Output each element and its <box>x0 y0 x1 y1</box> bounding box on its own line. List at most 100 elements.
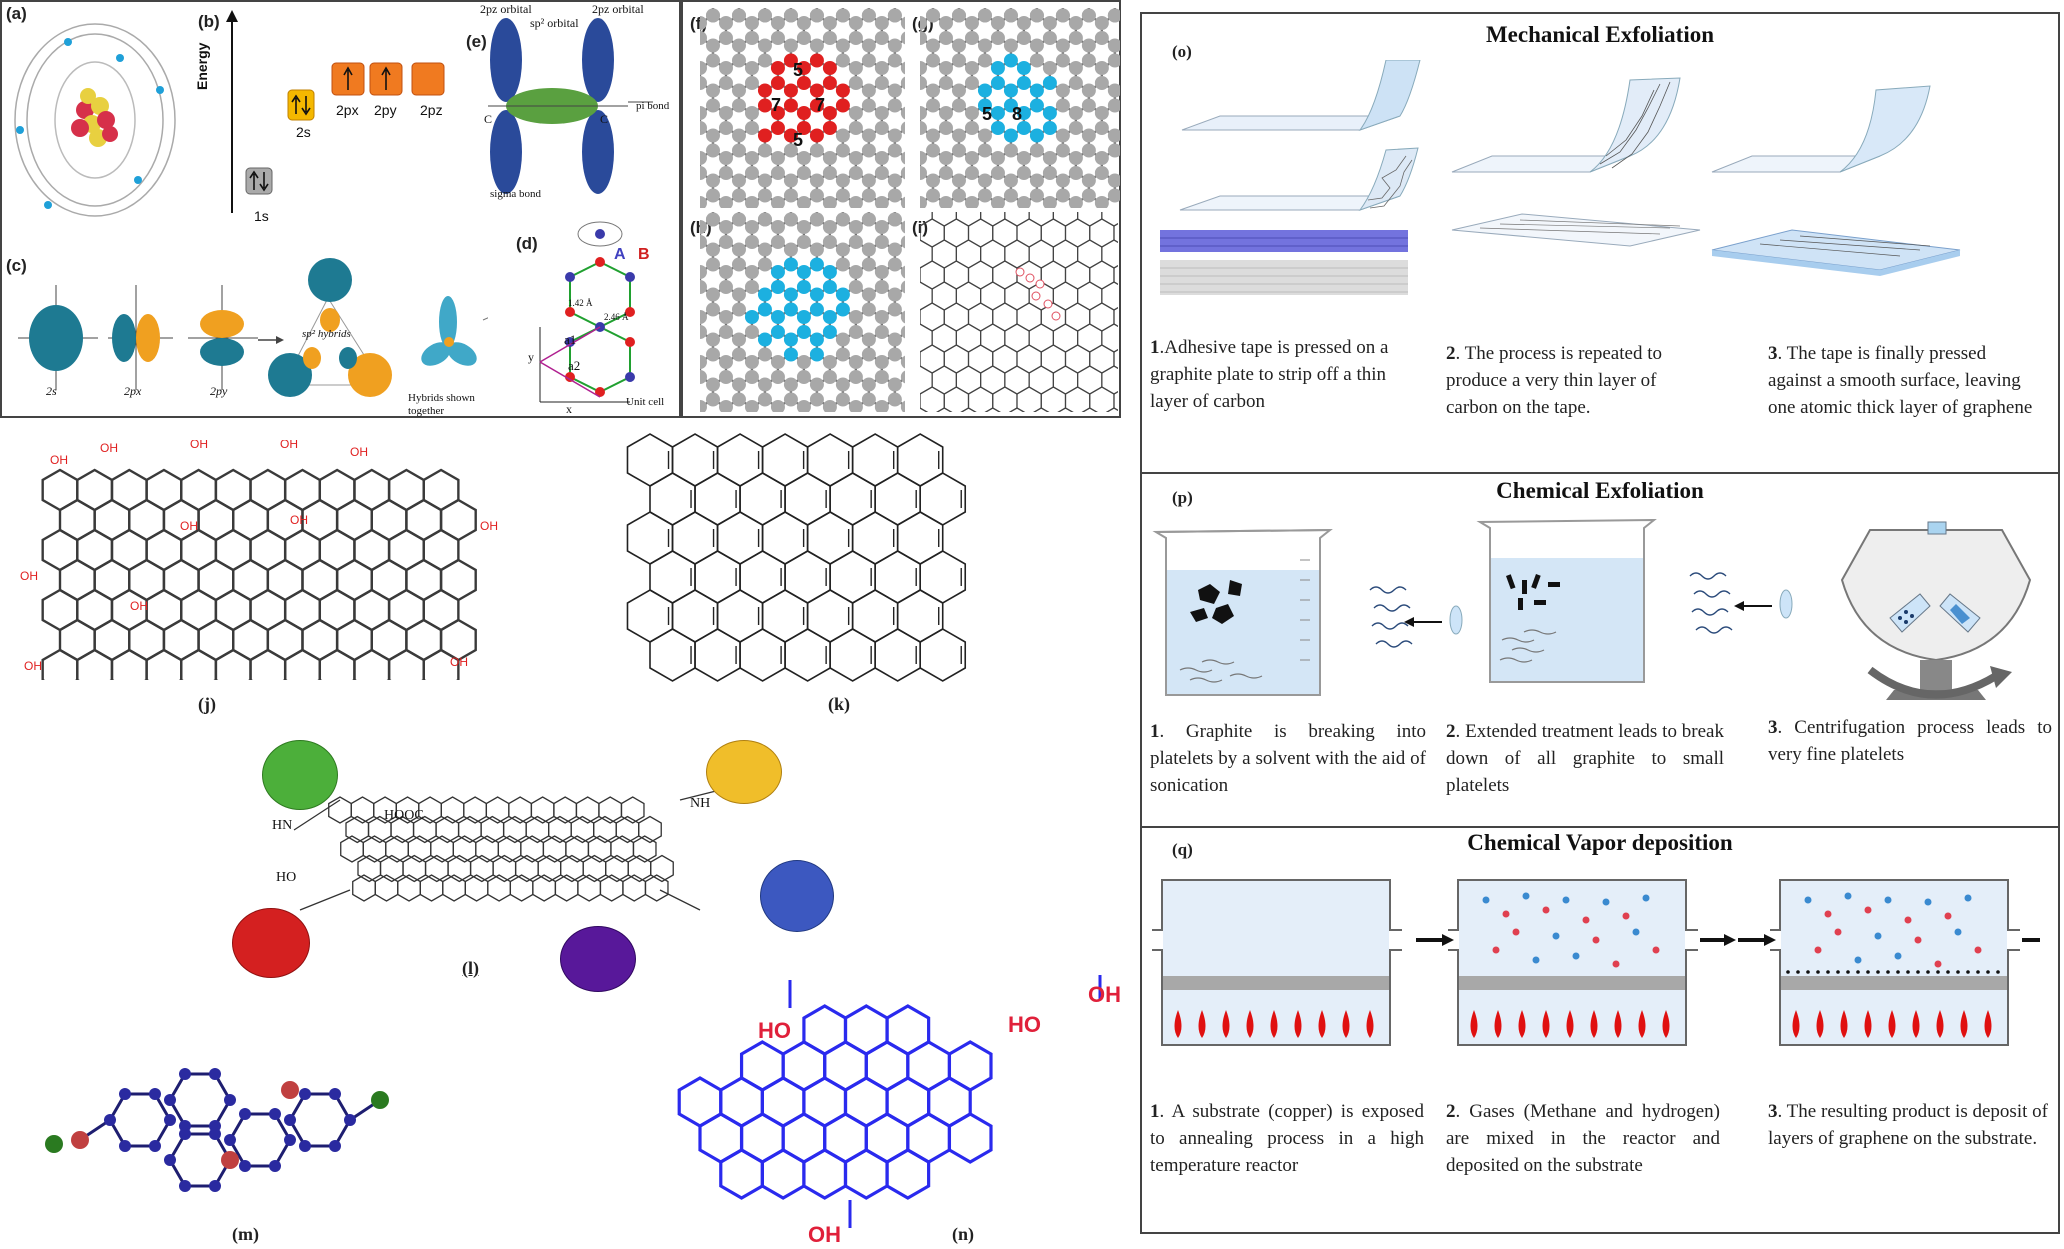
graphene-deposit <box>1826 970 1830 974</box>
lattice-atom <box>874 325 889 339</box>
c-label-2px: 2px <box>124 384 142 398</box>
lattice-atom <box>1068 151 1083 165</box>
lattice-atom <box>809 8 824 23</box>
lattice-atom <box>770 121 785 135</box>
gas-molecule <box>1482 896 1490 904</box>
gas-molecule <box>1602 898 1610 906</box>
lattice-atom <box>718 325 733 339</box>
lattice-atom <box>700 355 707 369</box>
lattice-atom <box>718 61 733 75</box>
lattice-atom <box>1016 16 1031 30</box>
lattice-atom <box>861 287 876 302</box>
c-label-2py: 2py <box>210 384 228 398</box>
ring-label-7-right: 7 <box>815 95 826 115</box>
lattice-atom <box>920 61 927 75</box>
lattice-atom <box>700 265 707 279</box>
level-1s: 1s <box>254 208 269 224</box>
group-label-oh-top: OH <box>1088 982 1121 1007</box>
heat-flame <box>1174 1010 1182 1038</box>
lattice-atom <box>1094 166 1109 180</box>
lattice-atom <box>1003 8 1018 23</box>
lattice-atom <box>796 370 811 384</box>
lattice-atom <box>770 61 785 75</box>
lattice-atom <box>1068 121 1083 135</box>
lattice-atom <box>925 128 940 143</box>
level-2s: 2s <box>296 124 311 140</box>
lattice-atom <box>874 121 889 135</box>
synthesis-methods-frame <box>1140 12 2060 1234</box>
lattice-atom <box>718 196 733 208</box>
carbon-atom <box>284 1114 296 1126</box>
lattice-atom <box>977 53 992 68</box>
heat-flame <box>1816 1010 1824 1038</box>
lattice-atom <box>731 302 746 317</box>
graphene-bond-lattice <box>626 433 967 682</box>
carbon-atom <box>164 1114 176 1126</box>
lattice-atom <box>700 166 707 180</box>
lattice-atom <box>1029 143 1044 158</box>
lattice-atom <box>990 196 1005 208</box>
lattice-atom <box>887 128 902 143</box>
heat-flame <box>1342 1010 1350 1038</box>
lattice-atom <box>848 166 863 180</box>
d-axis-y: y <box>528 350 534 364</box>
lattice-atom <box>757 392 772 407</box>
stone-wales-defect <box>700 8 905 208</box>
e-label-2pz-right: 2pz orbital <box>592 2 644 16</box>
lattice-atom <box>809 38 824 53</box>
lattice-atom <box>977 38 992 53</box>
lattice-atom <box>700 280 707 294</box>
lattice-atom <box>770 265 785 279</box>
lattice-atom <box>700 16 707 30</box>
lattice-atom <box>705 212 720 227</box>
lattice-atom <box>700 325 707 339</box>
lattice-atom <box>718 151 733 165</box>
heat-flame <box>1518 1010 1526 1038</box>
lattice-atom <box>770 280 785 294</box>
chemical-step-1: 1. Graphite is breaking into platelets b… <box>1150 721 1426 796</box>
lattice-atom <box>809 53 824 68</box>
electron <box>156 86 164 94</box>
lattice-atom <box>874 280 889 294</box>
lattice-atom <box>705 302 720 317</box>
lattice-atom <box>700 31 707 45</box>
level-2pz: 2pz <box>420 102 443 118</box>
lattice-atom <box>770 325 785 339</box>
lattice-atom <box>822 121 837 135</box>
lattice-atom <box>744 355 759 369</box>
lattice-atom <box>861 8 876 23</box>
cvd-illustration <box>1152 879 2040 1046</box>
d-label-A: A <box>614 246 626 263</box>
gas-molecule <box>1964 894 1972 902</box>
lattice-atom <box>718 235 733 249</box>
lattice-atom <box>744 151 759 165</box>
gas-molecule <box>1924 898 1932 906</box>
lattice-atom <box>861 212 876 227</box>
lattice-atom <box>938 166 953 180</box>
lattice-atom <box>1003 98 1018 113</box>
lattice-atom <box>951 188 966 203</box>
ring-label-5-top: 5 <box>793 60 804 80</box>
lattice-atom <box>920 106 927 120</box>
copper-substrate <box>1459 976 1685 990</box>
gas-molecule <box>1814 946 1822 954</box>
lattice-atom <box>1029 173 1044 188</box>
lattice-atom <box>848 265 863 279</box>
ring-label-8: 8 <box>1012 104 1023 124</box>
lattice-atom <box>887 98 902 113</box>
functional-group-label: OH <box>24 659 42 673</box>
divider-2 <box>1140 826 2060 828</box>
lattice-atom <box>900 220 905 234</box>
lattice-atom <box>705 332 720 347</box>
lattice-atom <box>731 242 746 257</box>
lattice-atom <box>1081 8 1096 23</box>
lattice-atom <box>835 128 850 143</box>
lattice-atom <box>1081 98 1096 113</box>
lattice-atom <box>977 188 992 203</box>
lattice-atom <box>1029 83 1044 98</box>
lattice-atom <box>809 212 824 227</box>
vacancy-site <box>1035 279 1045 289</box>
lattice-atom <box>861 302 876 317</box>
lattice-atom <box>848 121 863 135</box>
lattice-atom <box>900 106 905 120</box>
